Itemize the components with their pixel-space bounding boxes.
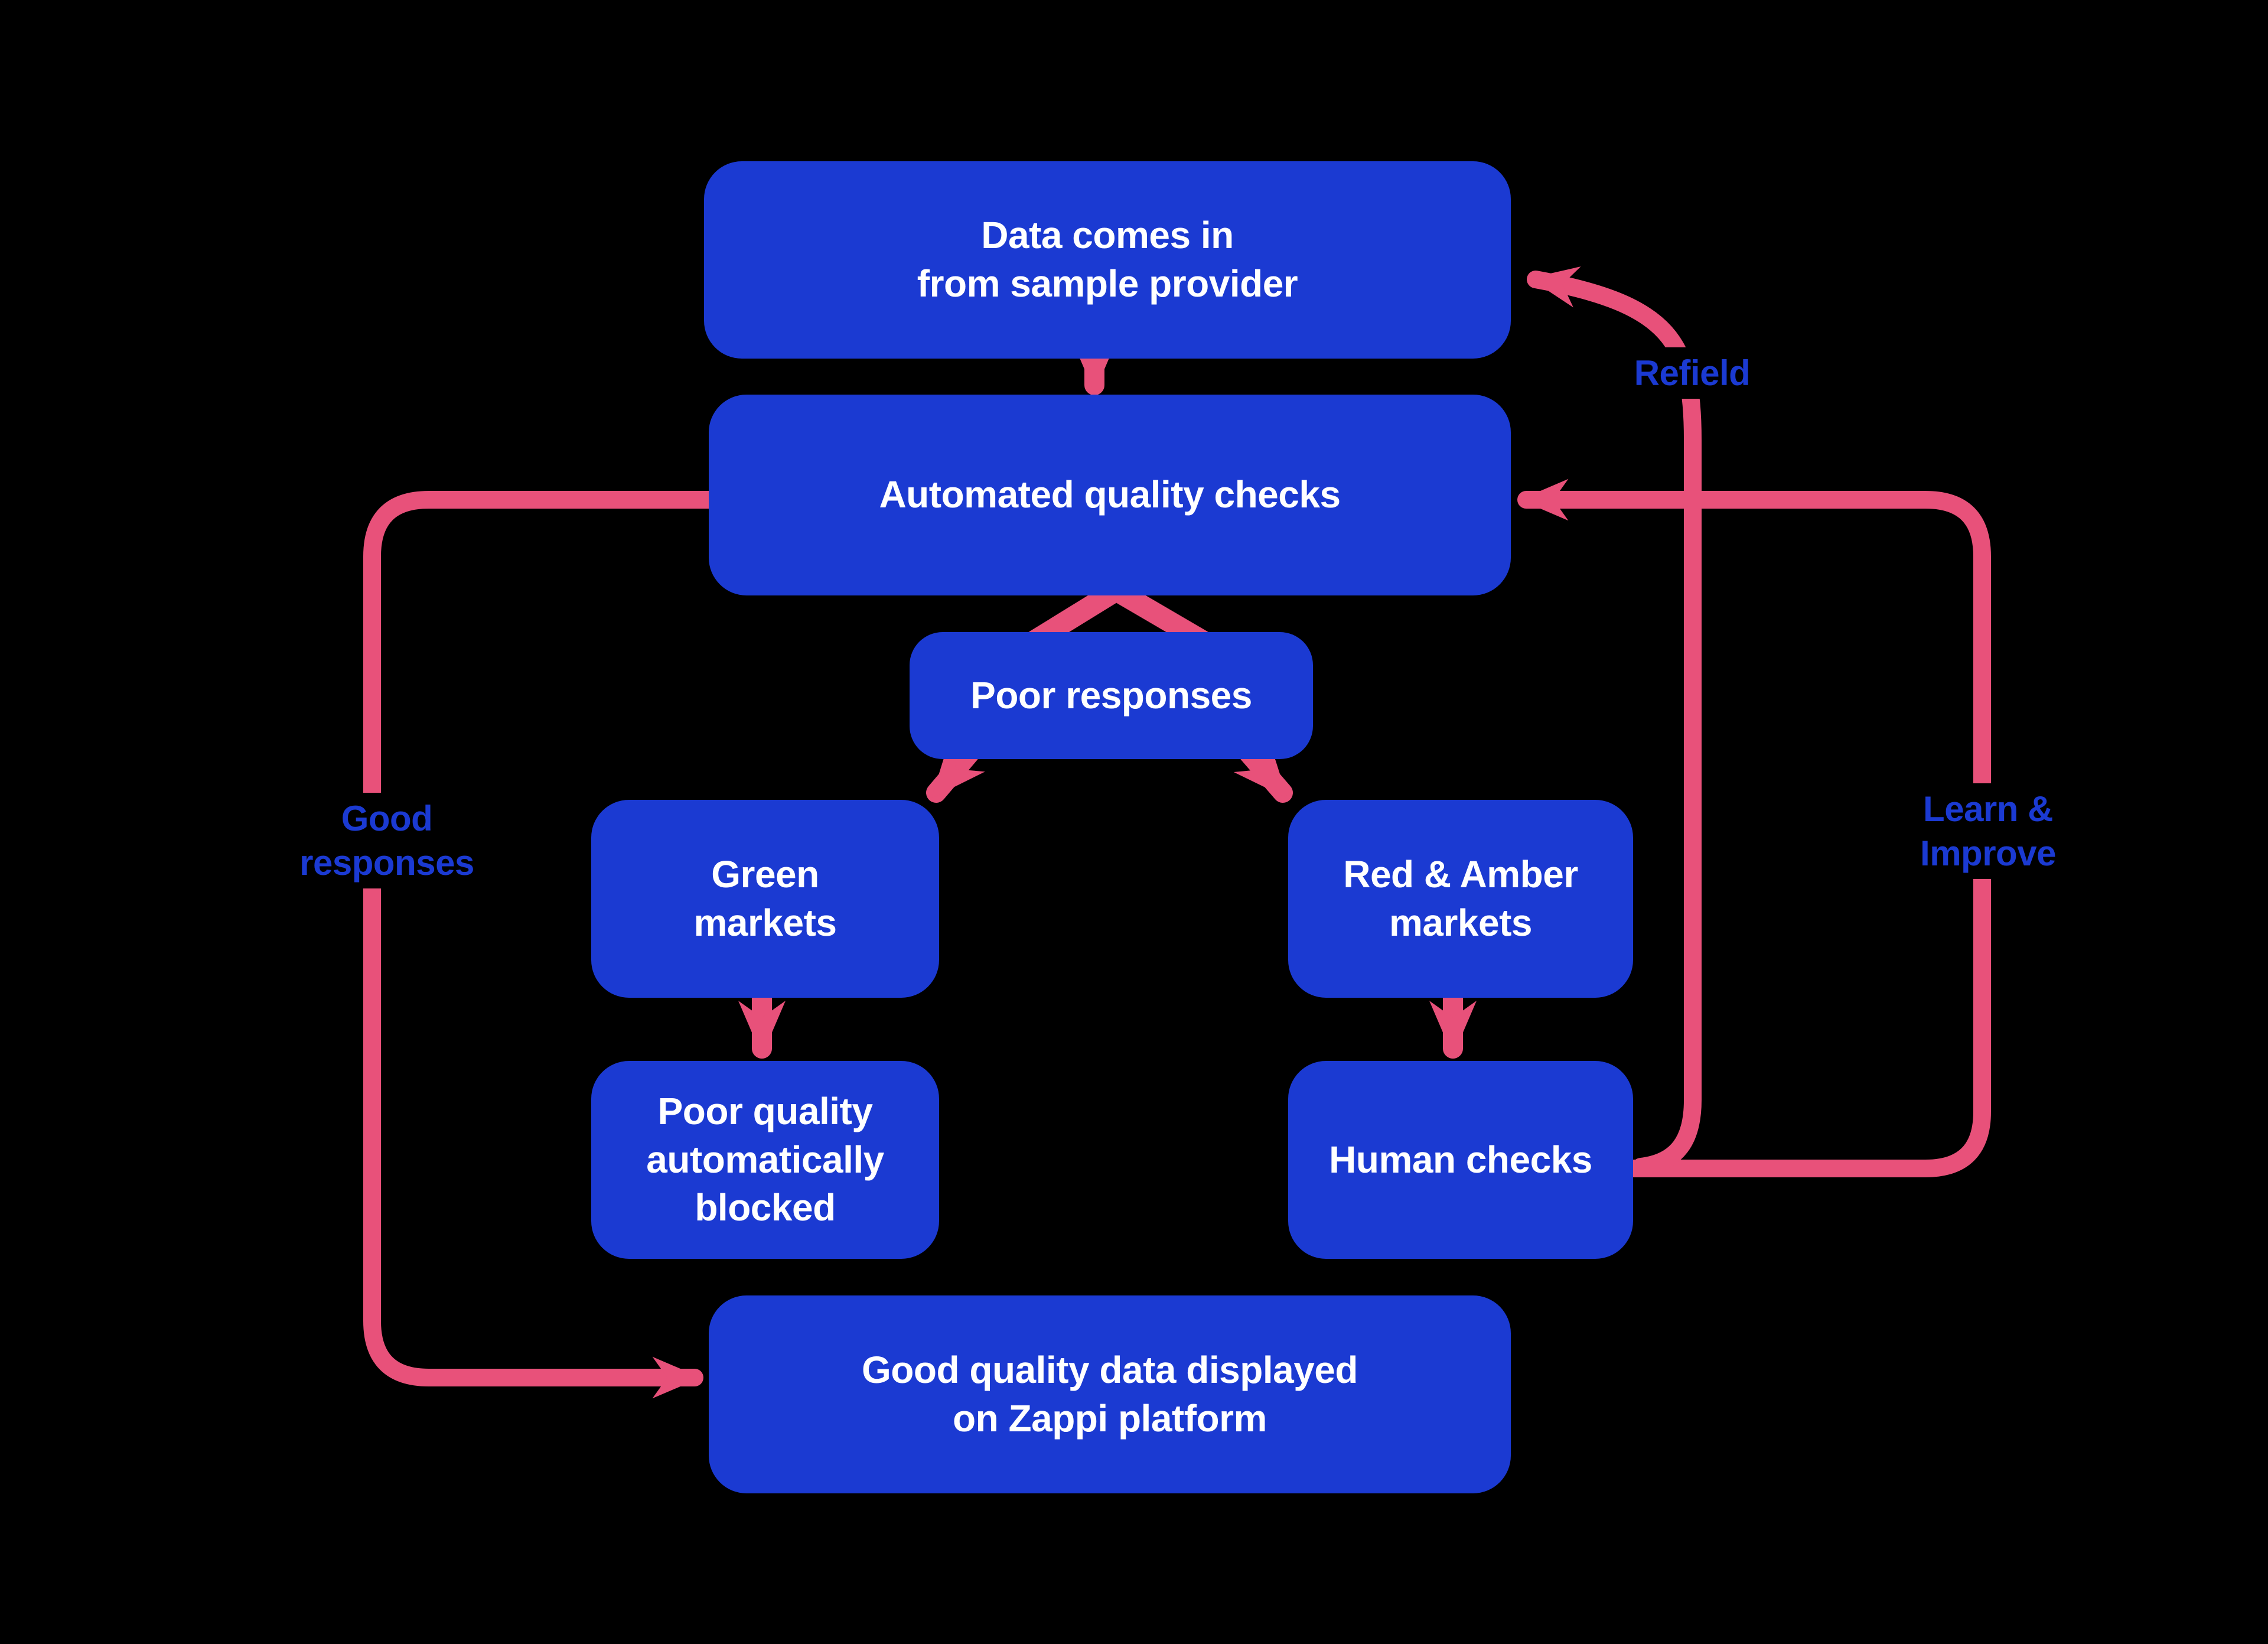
edge-good-responses-path (363, 491, 718, 1399)
node-automated-quality-checks: Automated quality checks (709, 395, 1511, 595)
node-red-amber-markets: Red & Amber markets (1288, 800, 1633, 998)
node-poor-responses: Poor responses (910, 632, 1313, 759)
edge-poor-to-redamber-arrow (1233, 741, 1293, 803)
node-data-comes-in: Data comes in from sample provider (704, 161, 1511, 359)
edge-refield-path (1527, 266, 1702, 1176)
node-poor-quality-blocked: Poor quality automatically blocked (591, 1061, 939, 1259)
node-good-quality-zappi-platform: Good quality data displayed on Zappi pla… (709, 1295, 1511, 1493)
edge-label-learn-improve: Learn & Improve (1882, 783, 2094, 879)
node-green-markets: Green markets (591, 800, 939, 998)
node-human-checks: Human checks (1288, 1061, 1633, 1259)
edge-poor-to-green-arrow (926, 741, 985, 803)
edge-label-refield: Refield (1598, 347, 1787, 399)
edge-label-good-responses: Good responses (269, 793, 505, 888)
